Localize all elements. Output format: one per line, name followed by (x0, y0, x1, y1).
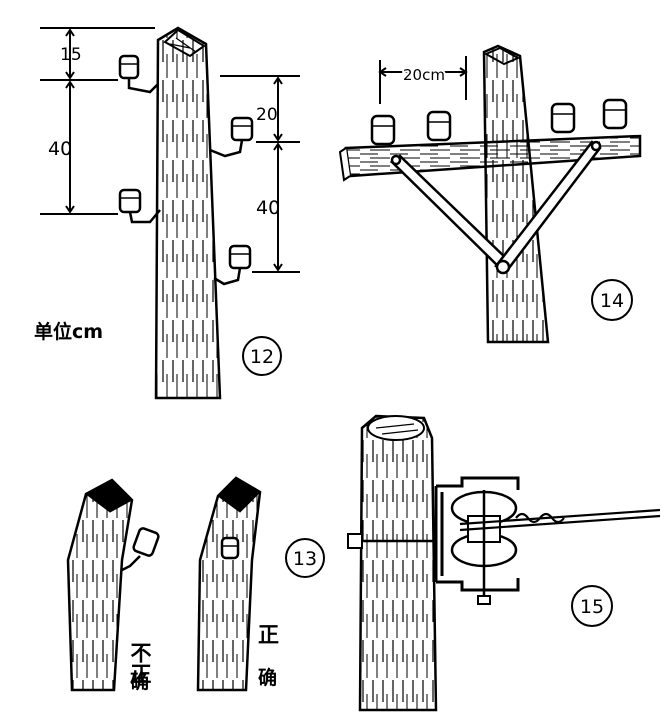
insulator-13-right (220, 536, 240, 560)
pole-12-top (163, 28, 206, 58)
dim-12-right-top-label: 20 (256, 105, 278, 125)
right-label-line2: 确 (258, 666, 277, 689)
figure-14: 20cm 14 (338, 44, 642, 344)
figure-13-number: 13 (293, 548, 317, 570)
insulator-14-3 (550, 102, 576, 134)
insulator-12-right-top (209, 116, 254, 158)
dim-12-right-label: 40 (256, 197, 280, 219)
dimension-12-right (220, 75, 300, 273)
braces-14 (390, 140, 602, 275)
wire-15 (459, 508, 661, 532)
figure-13-badge (285, 538, 325, 578)
dimension-14 (378, 56, 468, 104)
figure-13: 不正 确 正 确 13 (66, 476, 325, 693)
insulator-14-1 (370, 114, 396, 146)
insulator-13-wrong (121, 527, 160, 572)
bolt-15 (347, 533, 436, 549)
figure-15: 15 (347, 414, 661, 712)
pole-15 (358, 414, 438, 712)
wrong-label-line1: 不正 (128, 642, 152, 684)
right-label-line1: 正 (258, 623, 279, 647)
insulator-14-2 (426, 110, 452, 142)
figure-15-number: 15 (580, 596, 604, 618)
pole-13-wrong (66, 478, 160, 692)
figure-15-badge (571, 585, 613, 627)
insulator-12-left-bottom (118, 188, 161, 224)
unit-label: 单位cm (34, 320, 103, 343)
figure-14-number: 14 (600, 290, 624, 312)
insulator-12-right-bottom (213, 244, 252, 286)
spool-insulator-15 (450, 490, 518, 605)
wrong-label-line2: 确 (130, 670, 149, 693)
dimension-12-left (40, 27, 155, 215)
cross-arm-14 (338, 134, 642, 182)
figure-12-number: 12 (250, 346, 274, 368)
spacing-label: 20cm (403, 66, 445, 84)
dim-12-top-label: 15 (60, 45, 82, 65)
bracket-15 (434, 476, 520, 592)
insulator-14-4 (602, 98, 628, 130)
dim-12-left-label: 40 (48, 138, 72, 160)
pole-14 (482, 44, 550, 344)
insulator-12-left-top (118, 54, 159, 94)
figure-12: 15 40 20 40 单位cm 12 (34, 26, 300, 400)
figure-12-badge (242, 336, 282, 376)
pole-12 (154, 26, 222, 400)
pole-13-right (196, 476, 262, 692)
figure-14-badge (591, 279, 633, 321)
